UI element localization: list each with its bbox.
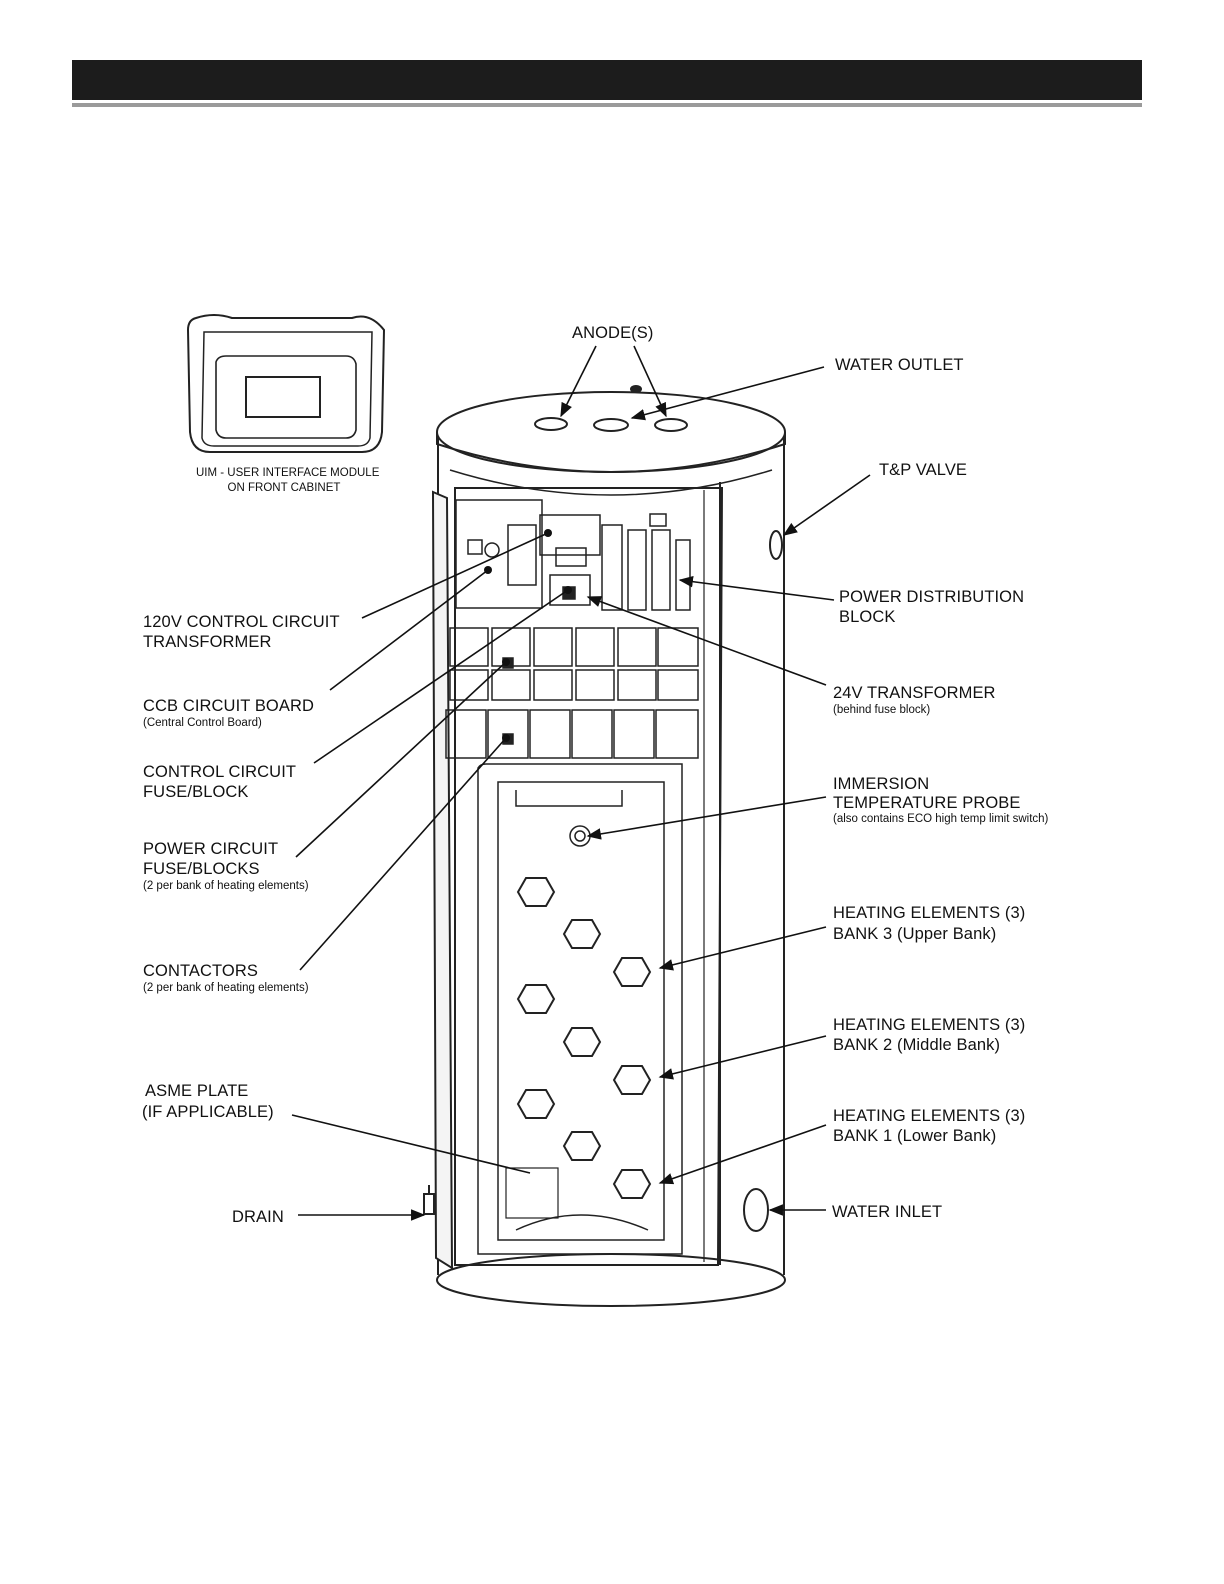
label-water-inlet: WATER INLET [832,1203,943,1221]
note-power-fuse: (2 per bank of heating elements) [143,880,309,892]
label-anodes: ANODE(S) [572,324,654,342]
label-power-fuse-line2: FUSE/BLOCKS [143,860,260,878]
label-asme-line2: (IF APPLICABLE) [142,1103,274,1121]
label-asme-line1: ASME PLATE [145,1082,249,1100]
label-drain: DRAIN [232,1208,284,1226]
cabinet-door [431,482,724,1270]
label-water-outlet: WATER OUTLET [835,356,964,374]
note-ccb: (Central Control Board) [143,717,262,729]
label-immersion-line1: IMMERSION [833,775,930,793]
leader-lines [291,345,871,1221]
label-bank1-line1: HEATING ELEMENTS (3) [833,1107,1026,1125]
uim-caption-line1: UIM - USER INTERFACE MODULE [196,467,380,479]
fuse-and-contactor-rows [445,627,699,759]
tank-body [436,385,786,1307]
note-immersion: (also contains ECO high temp limit switc… [833,813,1049,825]
label-power-distribution-line1: POWER DISTRIBUTION [839,588,1025,606]
label-bank2-line2: BANK 2 (Middle Bank) [833,1036,1001,1054]
drain-valve [423,1185,435,1215]
label-contactors: CONTACTORS [143,962,258,980]
section-header-bar [72,60,1142,100]
note-24v-transformer: (behind fuse block) [833,704,931,716]
label-24v-transformer: 24V TRANSFORMER [833,684,996,702]
note-contactors: (2 per bank of heating elements) [143,982,309,994]
label-tp-valve: T&P VALVE [879,461,968,479]
heating-element-icons [516,877,652,1199]
section-header-rule [72,103,1142,107]
element-compartment [477,763,683,1255]
label-control-fuse-line2: FUSE/BLOCK [143,783,249,801]
label-bank2-line1: HEATING ELEMENTS (3) [833,1016,1026,1034]
label-bank3-line1: HEATING ELEMENTS (3) [833,904,1026,922]
label-bank3-line2: BANK 3 (Upper Bank) [833,925,997,943]
label-immersion-line2: TEMPERATURE PROBE [833,794,1021,812]
uim-module [186,314,386,453]
control-panel [455,499,691,611]
uim-caption-line2: ON FRONT CABINET [227,482,341,494]
callout-dots [484,529,572,742]
label-120v-line2: TRANSFORMER [143,633,272,651]
label-ccb: CCB CIRCUIT BOARD [143,697,314,715]
label-power-fuse-line1: POWER CIRCUIT [143,840,279,858]
label-120v-line1: 120V CONTROL CIRCUIT [143,613,340,631]
asme-plate [505,1167,559,1219]
label-control-fuse-line1: CONTROL CIRCUIT [143,763,297,781]
label-power-distribution-line2: BLOCK [839,608,896,626]
label-bank1-line2: BANK 1 (Lower Bank) [833,1127,997,1145]
